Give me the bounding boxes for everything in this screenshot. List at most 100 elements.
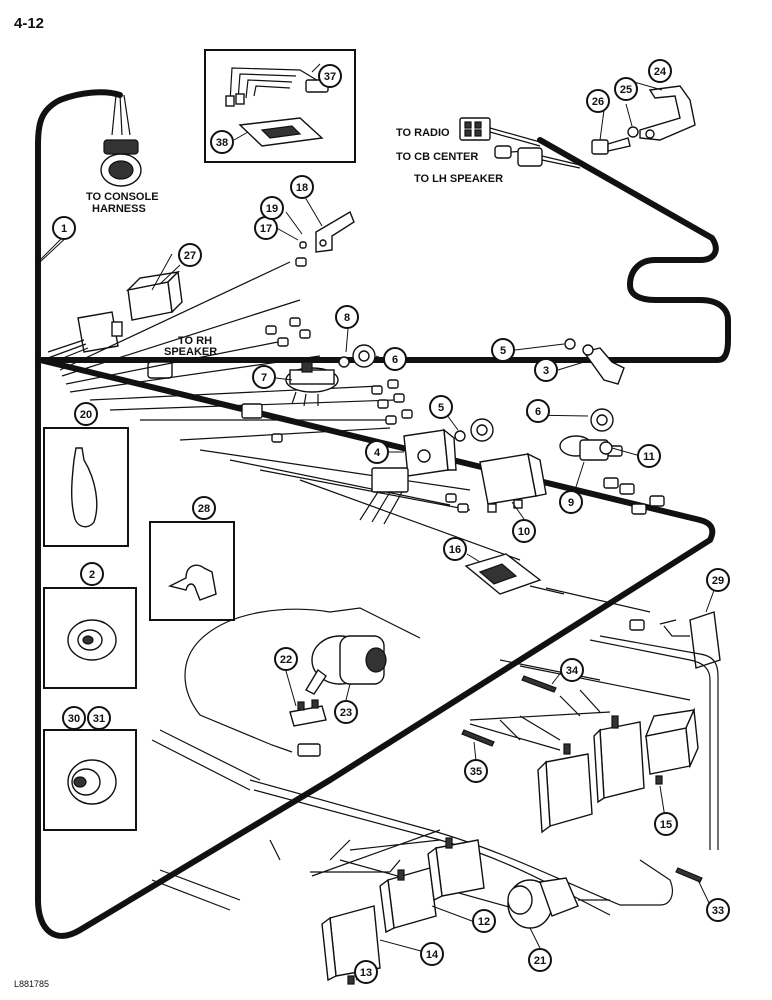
spring-33 <box>675 867 703 883</box>
svg-text:37: 37 <box>324 71 336 83</box>
callout-21: 21 <box>528 948 552 972</box>
svg-text:10: 10 <box>518 526 530 538</box>
svg-text:9: 9 <box>568 497 574 509</box>
callout-6a: 6 <box>383 347 407 371</box>
bullet-17 <box>295 257 307 267</box>
callout-26: 26 <box>586 89 610 113</box>
svg-text:2: 2 <box>89 569 95 581</box>
bracket-18 <box>315 210 355 253</box>
callout-30: 30 <box>62 706 86 730</box>
svg-text:16: 16 <box>449 544 461 556</box>
svg-text:30: 30 <box>68 713 80 725</box>
page-number: 4-12 <box>14 15 44 32</box>
lamp-harness-lower <box>151 729 673 916</box>
callout-11: 11 <box>637 444 661 468</box>
svg-text:13: 13 <box>360 967 372 979</box>
callout-8: 8 <box>335 305 359 329</box>
connector-block-left <box>47 311 123 365</box>
brush-holder-22 <box>289 699 327 727</box>
callout-1: 1 <box>52 216 76 240</box>
switch-4 <box>403 428 457 477</box>
terminals-right <box>603 477 665 515</box>
lamp-rear-1 <box>537 743 593 834</box>
lamp-rear-2 <box>593 715 645 804</box>
spring-34 <box>521 675 557 693</box>
lh-speaker-connector <box>517 147 581 169</box>
relay-27 <box>125 270 183 321</box>
beacon-21 <box>507 877 610 929</box>
label-radio: TO RADIO <box>396 127 450 139</box>
callout-2: 2 <box>80 562 104 586</box>
callout-34: 34 <box>560 658 584 682</box>
motor-wire <box>184 607 421 753</box>
callout-24: 24 <box>648 59 672 83</box>
motor-23 <box>305 635 387 695</box>
svg-text:23: 23 <box>340 707 352 719</box>
bolt-26 <box>591 137 631 155</box>
svg-text:21: 21 <box>534 955 546 967</box>
terminals-mid <box>241 317 469 513</box>
svg-text:33: 33 <box>712 905 724 917</box>
washer-25 <box>627 126 639 138</box>
callout-12: 12 <box>472 909 496 933</box>
callout-25: 25 <box>614 77 638 101</box>
radio-connector <box>459 117 541 147</box>
callout-27: 27 <box>178 243 202 267</box>
grommet-30-31 <box>67 759 117 805</box>
bezel-6c <box>590 408 614 432</box>
callout-38: 38 <box>210 130 234 154</box>
lamp-front-2 <box>379 867 437 934</box>
holder-16 <box>464 553 565 595</box>
callout-29: 29 <box>706 568 730 592</box>
svg-text:27: 27 <box>184 250 196 262</box>
callout-10: 10 <box>512 519 536 543</box>
callout-18: 18 <box>290 175 314 199</box>
rh-speaker-connector <box>147 361 173 379</box>
svg-text:25: 25 <box>620 84 632 96</box>
svg-text:38: 38 <box>216 137 228 149</box>
flasher-10 <box>479 452 547 513</box>
switch-7 <box>285 361 339 407</box>
lamp-branch-upper <box>469 689 611 751</box>
svg-text:5: 5 <box>438 402 444 414</box>
callout-5b: 5 <box>429 395 453 419</box>
callout-28: 28 <box>192 496 216 520</box>
wire-pigtail-37 <box>225 67 329 107</box>
harness-top-run <box>57 89 123 103</box>
callout-17: 17 <box>254 216 278 240</box>
callout-4: 4 <box>365 440 389 464</box>
callout-13: 13 <box>354 960 378 984</box>
label-rh-speaker-1: TO RH <box>178 335 212 347</box>
callout-23: 23 <box>334 700 358 724</box>
lamp-branch-lower <box>269 829 441 877</box>
callout-19: 19 <box>260 196 284 220</box>
callout-16: 16 <box>443 537 467 561</box>
svg-text:8: 8 <box>344 312 350 324</box>
label-rh-speaker-2: SPEAKER <box>164 346 217 358</box>
strap-20 <box>71 447 98 528</box>
svg-text:4: 4 <box>374 447 381 459</box>
callout-14: 14 <box>420 942 444 966</box>
svg-text:17: 17 <box>260 223 272 235</box>
connector-22b <box>297 743 321 757</box>
svg-text:26: 26 <box>592 96 604 108</box>
callout-33: 33 <box>706 898 730 922</box>
spring-35 <box>461 729 495 747</box>
callout-31: 31 <box>87 706 111 730</box>
svg-text:6: 6 <box>392 354 398 366</box>
svg-text:35: 35 <box>470 766 482 778</box>
callouts: 1 2 3 4 5 5 6 6 7 8 9 10 11 12 13 14 15 … <box>52 59 730 984</box>
bezel-6a <box>352 344 376 368</box>
svg-text:34: 34 <box>566 665 579 677</box>
lamp-front-1 <box>321 905 381 985</box>
callout-3: 3 <box>534 358 558 382</box>
bracket-24 <box>639 85 696 141</box>
svg-text:28: 28 <box>198 503 210 515</box>
label-console-1: TO CONSOLE <box>86 191 159 203</box>
lamp-harness-right <box>499 635 719 850</box>
callout-6b: 6 <box>526 399 550 423</box>
svg-text:3: 3 <box>543 365 549 377</box>
label-cb: TO CB CENTER <box>396 151 478 163</box>
lamp-front-3 <box>427 837 485 902</box>
